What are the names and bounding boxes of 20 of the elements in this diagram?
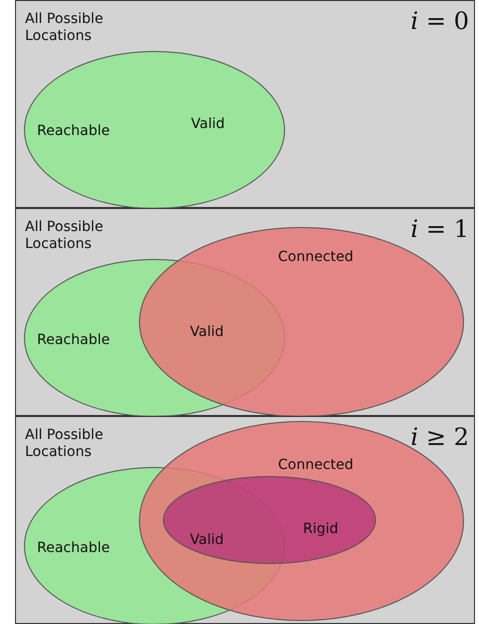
panel-title: All Possible Locations [25,11,104,45]
region-label: Valid [190,324,224,341]
iteration-heading: i ≥ 2 [410,423,469,451]
panel [15,0,475,208]
region-label: Valid [191,116,225,133]
region-label: Valid [190,532,224,549]
region-label: Reachable [37,123,110,140]
iteration-heading: i = 0 [410,7,469,35]
reachable-ellipse [24,51,285,209]
panel [15,416,475,624]
panel-title: All Possible Locations [25,219,104,253]
region-label: Connected [278,249,354,266]
region-label: Rigid [303,521,338,538]
panel [15,208,475,416]
region-label: Reachable [37,540,110,557]
rigid-ellipse [163,476,376,564]
panel-title: All Possible Locations [25,427,104,461]
iteration-heading: i = 1 [410,215,469,243]
region-label: Connected [278,457,354,474]
region-label: Reachable [37,332,110,349]
